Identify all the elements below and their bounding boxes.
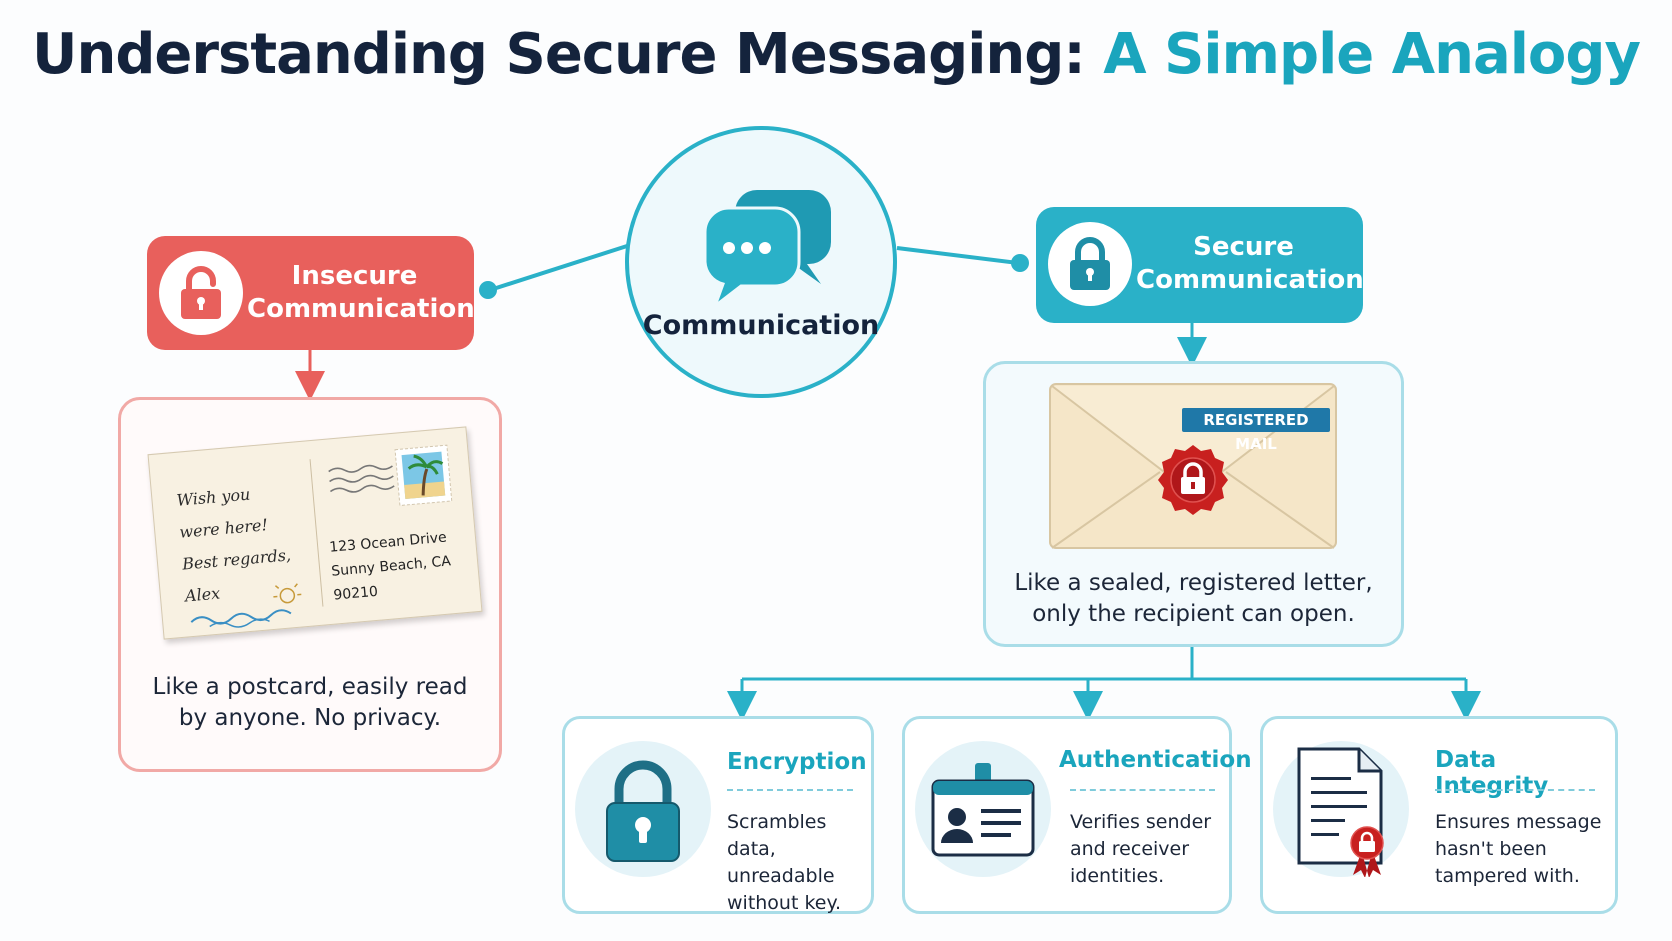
authentication-icon-bubble — [915, 741, 1051, 877]
postcard: Wish you were here! Best regards, Alex 1… — [147, 426, 483, 640]
envelope: REGISTERED MAIL — [1048, 382, 1338, 556]
secure-caption-line: only the recipient can open. — [1032, 601, 1355, 627]
authentication-divider — [1070, 789, 1215, 791]
authentication-desc-line: Verifies sender — [1070, 811, 1212, 833]
insecure-caption-line: by anyone. No privacy. — [178, 705, 442, 731]
postcard-address: 123 Ocean Drive Sunny Beach, CA 90210 — [328, 524, 474, 608]
locked-padlock-icon — [1070, 237, 1110, 290]
title-main: Understanding Secure Messaging: — [31, 22, 1086, 87]
integrity-title: Data Integrity — [1435, 747, 1549, 799]
insecure-title: Insecure Communication — [247, 260, 475, 326]
encryption-title: Encryption — [727, 749, 867, 775]
authentication-title: Authentication — [1059, 747, 1252, 773]
secure-connector-dot — [1011, 254, 1029, 272]
integrity-divider — [1435, 789, 1595, 791]
padlock-icon — [606, 760, 680, 862]
encryption-desc-line: Scrambles data, — [727, 811, 827, 860]
hub-label: Communication — [642, 310, 880, 341]
features-branch-line — [742, 647, 1466, 681]
encryption-desc-line: unreadable — [727, 865, 835, 887]
secure-title: Secure Communication — [1136, 231, 1364, 297]
insecure-connector-dot — [479, 281, 497, 299]
hub-to-secure-line — [896, 246, 1019, 265]
title-accent: A Simple Analogy — [1103, 22, 1641, 87]
encryption-icon-bubble — [575, 741, 711, 877]
secure-title-line-2: Communication — [1136, 265, 1364, 295]
integrity-desc-line: tampered with. — [1435, 865, 1580, 887]
feature-encryption: Encryption Scrambles data, unreadable wi… — [562, 716, 874, 914]
registered-mail-tag: REGISTERED MAIL — [1182, 408, 1330, 453]
secure-title-line-1: Secure — [1193, 232, 1294, 262]
certified-document-icon — [1297, 747, 1384, 877]
unlocked-padlock-icon — [181, 266, 221, 319]
encryption-desc-line: without key. — [727, 892, 842, 914]
insecure-header: Insecure Communication — [147, 236, 475, 350]
insecure-caption-line: Like a postcard, easily read — [152, 674, 468, 700]
authentication-desc-line: and receiver — [1070, 838, 1190, 860]
encryption-divider — [727, 789, 853, 791]
insecure-title-line-2: Communication — [247, 294, 475, 324]
insecure-card: Wish you were here! Best regards, Alex 1… — [118, 397, 502, 772]
insecure-caption: Like a postcard, easily read by anyone. … — [121, 672, 499, 734]
feature-data-integrity: Data Integrity Ensures message hasn't be… — [1260, 716, 1618, 914]
authentication-description: Verifies sender and receiver identities. — [1070, 809, 1211, 890]
secure-caption-line: Like a sealed, registered letter, — [1014, 570, 1373, 596]
communication-hub: Communication — [625, 126, 897, 398]
postage-stamp-icon — [394, 444, 453, 507]
postmark-lines — [328, 464, 395, 493]
page-title: Understanding Secure Messaging: A Simple… — [0, 22, 1672, 87]
insecure-icon-badge — [159, 251, 243, 335]
integrity-desc-line: Ensures message — [1435, 811, 1602, 833]
secure-card: REGISTERED MAIL Like a sealed, registere… — [983, 361, 1404, 647]
secure-header: Secure Communication — [1036, 207, 1364, 323]
encryption-description: Scrambles data, unreadable without key. — [727, 809, 871, 917]
authentication-desc-line: identities. — [1070, 865, 1165, 887]
wax-seal-icon — [1158, 445, 1228, 515]
chat-bubbles-icon — [703, 190, 831, 302]
insecure-title-line-1: Insecure — [291, 261, 418, 291]
secure-caption: Like a sealed, registered letter, only t… — [986, 568, 1401, 630]
integrity-icon-bubble — [1273, 741, 1409, 877]
feature-authentication: Authentication Verifies sender and recei… — [902, 716, 1252, 914]
hub-to-insecure-line — [489, 244, 628, 292]
id-badge-icon — [931, 763, 1035, 857]
integrity-desc-line: hasn't been — [1435, 838, 1547, 860]
secure-icon-badge — [1048, 222, 1132, 306]
integrity-description: Ensures message hasn't been tampered wit… — [1435, 809, 1601, 890]
